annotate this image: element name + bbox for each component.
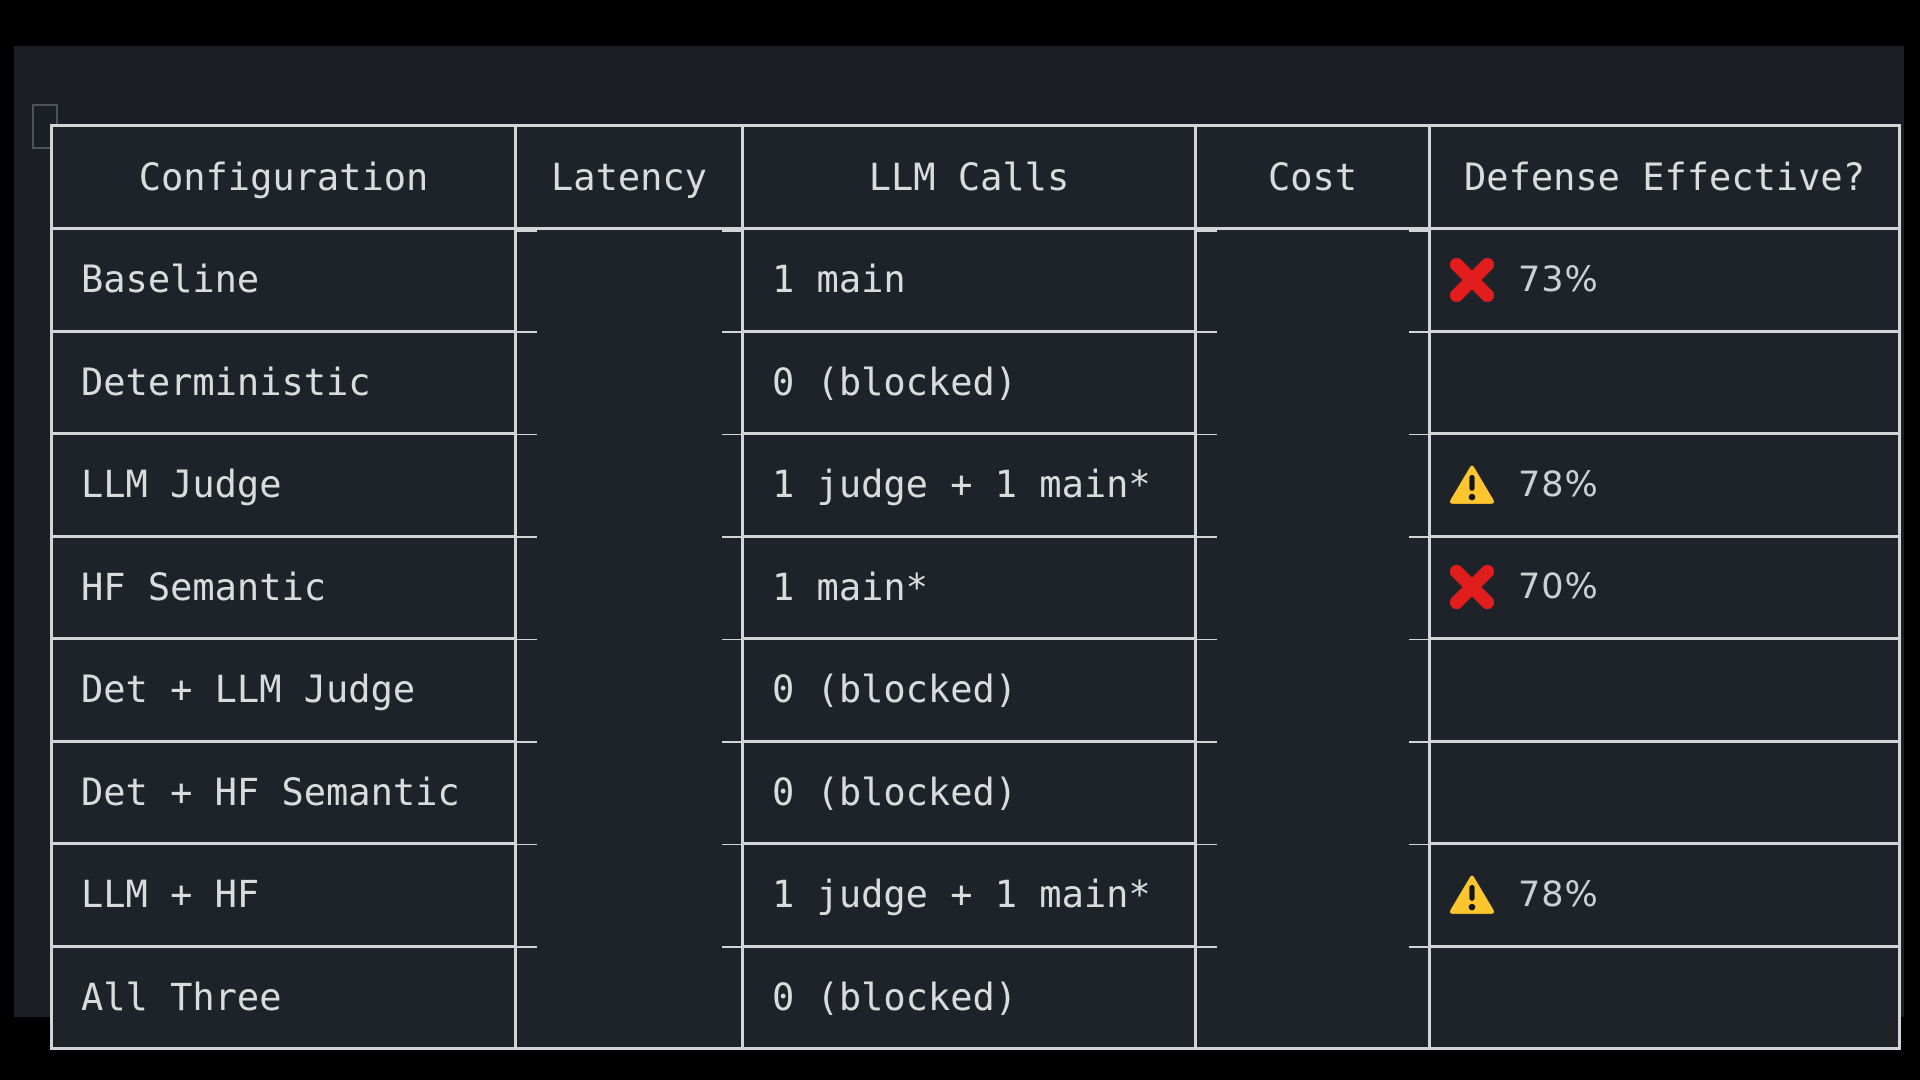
cell-latency	[514, 638, 744, 741]
cell-llm-calls: 0 (blocked)	[741, 944, 1197, 1050]
cell-configuration: Baseline	[50, 227, 517, 333]
cell-configuration: Det + HF Semantic	[50, 739, 517, 845]
defense-percentage: 78%	[1518, 874, 1599, 915]
table-row: All Three 0 (blocked)	[50, 944, 1901, 1050]
cell-llm-calls: 1 main	[741, 227, 1197, 333]
cell-cost	[1194, 638, 1431, 741]
defense-comparison-table: Configuration Latency LLM Calls Cost Def…	[50, 124, 1901, 1050]
warning-icon	[1449, 465, 1495, 504]
cell-latency	[514, 228, 744, 331]
header-configuration: Configuration	[50, 124, 517, 230]
defense-percentage: 70%	[1518, 567, 1599, 608]
cell-latency	[514, 946, 744, 1049]
header-row: Configuration Latency LLM Calls Cost Def…	[50, 124, 1901, 230]
cell-configuration: All Three	[50, 944, 517, 1050]
cell-defense	[1428, 637, 1901, 743]
terminal-panel: Configuration Latency LLM Calls Cost Def…	[14, 46, 1904, 1050]
defense-status: 70%	[1448, 563, 1897, 611]
defense-status: 78%	[1448, 871, 1897, 919]
table-row: LLM Judge 1 judge + 1 main* 78%	[50, 432, 1901, 538]
cell-configuration: LLM Judge	[50, 432, 517, 538]
cell-cost	[1194, 331, 1431, 434]
cell-configuration: HF Semantic	[50, 534, 517, 640]
defense-percentage: 78%	[1518, 464, 1599, 505]
table-row: LLM + HF 1 judge + 1 main* 78%	[50, 842, 1901, 948]
cell-latency	[514, 741, 744, 844]
table-row: Deterministic 0 (blocked)	[50, 329, 1901, 435]
header-latency: Latency	[514, 124, 744, 230]
cell-cost	[1194, 843, 1431, 946]
cell-latency	[514, 331, 744, 434]
cell-cost	[1194, 228, 1431, 331]
cell-defense	[1428, 329, 1901, 435]
table-row: Baseline 1 main 73%	[50, 227, 1901, 333]
cell-llm-calls: 0 (blocked)	[741, 329, 1197, 435]
cell-llm-calls: 0 (blocked)	[741, 739, 1197, 845]
defense-status: 78%	[1448, 461, 1897, 509]
header-cost: Cost	[1194, 124, 1431, 230]
cross-mark-icon	[1449, 565, 1495, 610]
table-row: HF Semantic 1 main* 70%	[50, 534, 1901, 640]
cell-defense: 73%	[1428, 227, 1901, 333]
cell-configuration: LLM + HF	[50, 842, 517, 948]
cell-llm-calls: 1 judge + 1 main*	[741, 432, 1197, 538]
cell-defense: 70%	[1428, 534, 1901, 640]
cell-cost	[1194, 536, 1431, 639]
table-header: Configuration Latency LLM Calls Cost Def…	[50, 124, 1901, 230]
cell-latency	[514, 843, 744, 946]
cross-mark-icon	[1449, 257, 1495, 302]
cell-cost	[1194, 946, 1431, 1049]
cell-defense	[1428, 944, 1901, 1050]
defense-status: 73%	[1448, 256, 1897, 304]
cell-configuration: Deterministic	[50, 329, 517, 435]
cell-defense: 78%	[1428, 432, 1901, 538]
table-row: Det + HF Semantic 0 (blocked)	[50, 739, 1901, 845]
cell-defense: 78%	[1428, 842, 1901, 948]
table-body: Baseline 1 main 73% Deterministic 0 (blocked…	[50, 227, 1901, 1050]
cell-llm-calls: 1 main*	[741, 534, 1197, 640]
header-defense: Defense Effective?	[1428, 124, 1901, 230]
cell-llm-calls: 0 (blocked)	[741, 637, 1197, 743]
header-llm-calls: LLM Calls	[741, 124, 1197, 230]
table-row: Det + LLM Judge 0 (blocked)	[50, 637, 1901, 743]
cell-cost	[1194, 741, 1431, 844]
cell-latency	[514, 536, 744, 639]
cell-cost	[1194, 433, 1431, 536]
cell-configuration: Det + LLM Judge	[50, 637, 517, 743]
cell-defense	[1428, 739, 1901, 845]
defense-percentage: 73%	[1518, 259, 1599, 300]
cell-llm-calls: 1 judge + 1 main*	[741, 842, 1197, 948]
cell-latency	[514, 433, 744, 536]
warning-icon	[1449, 875, 1495, 914]
